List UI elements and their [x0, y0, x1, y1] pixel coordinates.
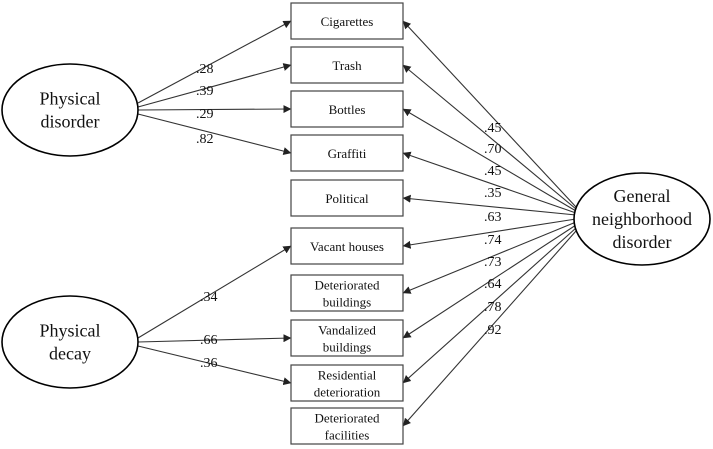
latent-physical-disorder: Physical disorder [1, 63, 139, 157]
loading-physical-decay-vacant-houses: .34 [200, 290, 218, 305]
loading-general-neighborhood-disorder-deteriorated-facilities: .92 [484, 323, 502, 338]
path-arrow-physical-disorder-to-cigarettes [137, 20, 292, 104]
indicator-label: Trash [332, 58, 362, 73]
latent-label: neighborhood [592, 209, 692, 229]
indicator-residential-deterioration: Residential deterioration [290, 364, 404, 402]
indicator-label: deterioration [314, 385, 381, 400]
indicator-label: Vacant houses [310, 239, 384, 254]
loading-physical-decay-vandalized-buildings: .66 [200, 333, 218, 348]
indicator-label: Cigarettes [321, 14, 374, 29]
path-arrow-general-neighborhood-disorder-to-residential-deterioration [402, 227, 577, 384]
indicator-box [290, 274, 404, 312]
latent-label: decay [49, 344, 91, 364]
path-arrow-general-neighborhood-disorder-to-deteriorated-facilities [402, 230, 577, 427]
latent-general-neighborhood-disorder: General neighborhood disorder [573, 172, 711, 266]
latent-ellipse [1, 63, 139, 157]
indicator-political: Political [290, 179, 404, 217]
path-arrow-general-neighborhood-disorder-to-deteriorated-buildings [402, 221, 577, 294]
indicator-box [290, 227, 404, 265]
latent-label: General [614, 186, 671, 206]
path-arrow-general-neighborhood-disorder-to-cigarettes [402, 20, 577, 208]
loading-physical-disorder-cigarettes: .28 [196, 62, 214, 77]
indicator-box [290, 134, 404, 172]
loading-general-neighborhood-disorder-political: .63 [484, 210, 502, 225]
latent-ellipse [1, 295, 139, 389]
indicator-label: Deteriorated [315, 278, 380, 293]
latent-physical-decay: Physical decay [1, 295, 139, 389]
path-arrow-physical-disorder-to-bottles [137, 105, 292, 114]
indicator-box [290, 90, 404, 128]
loading-general-neighborhood-disorder-trash: .70 [484, 142, 502, 157]
loading-general-neighborhood-disorder-vandalized-buildings: .64 [484, 277, 502, 292]
indicator-box [290, 2, 404, 40]
indicator-label: buildings [323, 340, 371, 355]
indicator-trash: Trash [290, 46, 404, 84]
indicator-label: facilities [325, 428, 370, 443]
indicator-deteriorated-buildings: Deteriorated buildings [290, 274, 404, 312]
indicator-vandalized-buildings: Vandalized buildings [290, 319, 404, 357]
loading-physical-disorder-bottles: .29 [196, 107, 214, 122]
loading-general-neighborhood-disorder-graffiti: .35 [484, 186, 502, 201]
path-arrow-general-neighborhood-disorder-to-graffiti [402, 151, 577, 214]
indicator-box [290, 179, 404, 217]
latent-label: Physical [40, 321, 101, 341]
indicator-bottles: Bottles [290, 90, 404, 128]
indicator-box [290, 46, 404, 84]
loading-physical-disorder-graffiti: .82 [196, 132, 214, 147]
loading-physical-disorder-trash: .39 [196, 84, 214, 99]
latent-label: disorder [41, 112, 100, 132]
path-arrow-general-neighborhood-disorder-to-vacant-houses [402, 218, 577, 249]
latent-ellipse [573, 172, 711, 266]
loading-physical-decay-residential-deterioration: .36 [200, 356, 218, 371]
coefficients-layer: .28 .39 .29 .82 .34 .66 .36 .45 .70 .45 .35 .63 .74.… [196, 62, 502, 371]
loading-general-neighborhood-disorder-cigarettes: .45 [484, 121, 502, 136]
indicator-label: buildings [323, 295, 371, 310]
indicator-deteriorated-facilities: Deteriorated facilities [290, 407, 404, 445]
indicator-cigarettes: Cigarettes [290, 2, 404, 40]
path-arrow-physical-decay-to-residential-deterioration [137, 345, 292, 386]
indicator-label: Deteriorated [315, 411, 380, 426]
indicator-vacant-houses: Vacant houses [290, 227, 404, 265]
path-arrow-general-neighborhood-disorder-to-political [402, 194, 577, 216]
path-arrow-general-neighborhood-disorder-to-vandalized-buildings [402, 224, 577, 339]
latent-label: disorder [613, 232, 672, 252]
paths-layer [137, 20, 577, 427]
loading-general-neighborhood-disorder-vacant-houses: .74 [484, 233, 502, 248]
indicator-box [290, 319, 404, 357]
indicator-label: Vandalized [318, 323, 376, 338]
path-arrow-general-neighborhood-disorder-to-bottles [402, 108, 577, 212]
indicator-label: Graffiti [328, 146, 367, 161]
path-arrow-physical-decay-to-vandalized-buildings [137, 334, 292, 343]
path-arrow-general-neighborhood-disorder-to-trash [402, 64, 577, 210]
path-arrow-physical-disorder-to-trash [137, 63, 292, 108]
path-arrow-physical-decay-to-vacant-houses [137, 245, 292, 339]
indicator-label: Political [325, 191, 369, 206]
loading-general-neighborhood-disorder-residential-deterioration: .78 [484, 300, 502, 315]
loading-general-neighborhood-disorder-bottles: .45 [484, 164, 502, 179]
path-arrow-physical-disorder-to-graffiti [137, 113, 292, 155]
indicator-label: Bottles [329, 102, 366, 117]
indicator-box [290, 364, 404, 402]
latent-label: Physical [40, 89, 101, 109]
indicator-label: Residential [318, 368, 377, 383]
indicator-graffiti: Graffiti [290, 134, 404, 172]
indicator-box [290, 407, 404, 445]
loading-general-neighborhood-disorder-deteriorated-buildings: .73 [484, 255, 502, 270]
